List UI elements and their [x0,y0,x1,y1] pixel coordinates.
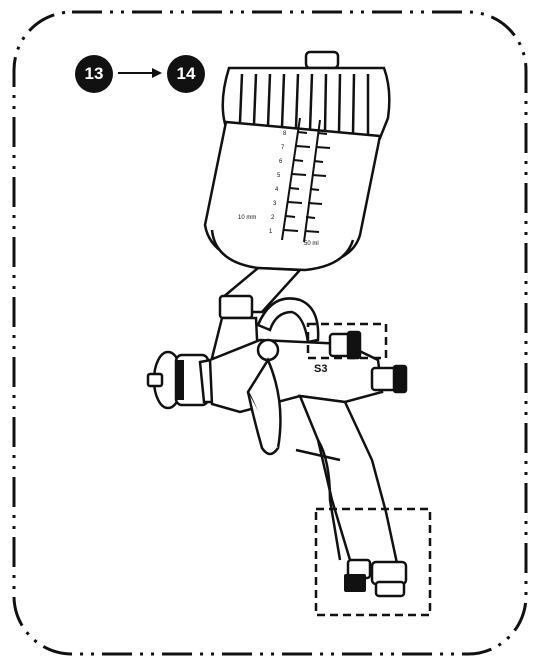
gun-marking: S3 [314,363,327,375]
scale-label-3: 3 [273,201,277,207]
scale-label-ml: 50 ml [304,241,319,247]
scale-label-4: 4 [275,187,279,193]
paint-cup [203,120,382,314]
step-badge-to: 14 [167,55,205,93]
highlight-box-top-knob [306,322,388,360]
scale-label-7: 7 [281,145,285,151]
step-badge-from: 13 [75,55,113,93]
scale-label-mm: 10 mm [238,215,256,221]
cup-scale [281,117,331,243]
scale-label-5: 5 [277,173,281,179]
scale-label-1: 1 [269,229,273,235]
dash-dot-frame [12,10,528,656]
knob-grips [176,332,406,592]
arrow-right-icon [118,68,162,78]
scale-label-6: 6 [279,159,283,165]
gun-body [146,294,408,598]
step-number-to: 14 [176,64,196,83]
cup-scale-labels: 8 7 6 5 4 3 2 1 10 mm 50 ml [238,131,319,247]
scale-label-2: 2 [271,215,275,221]
scale-label-8: 8 [283,131,287,137]
highlight-box-air-inlet [314,507,432,617]
cup-lid [221,50,391,140]
step-number-from: 13 [84,64,104,83]
